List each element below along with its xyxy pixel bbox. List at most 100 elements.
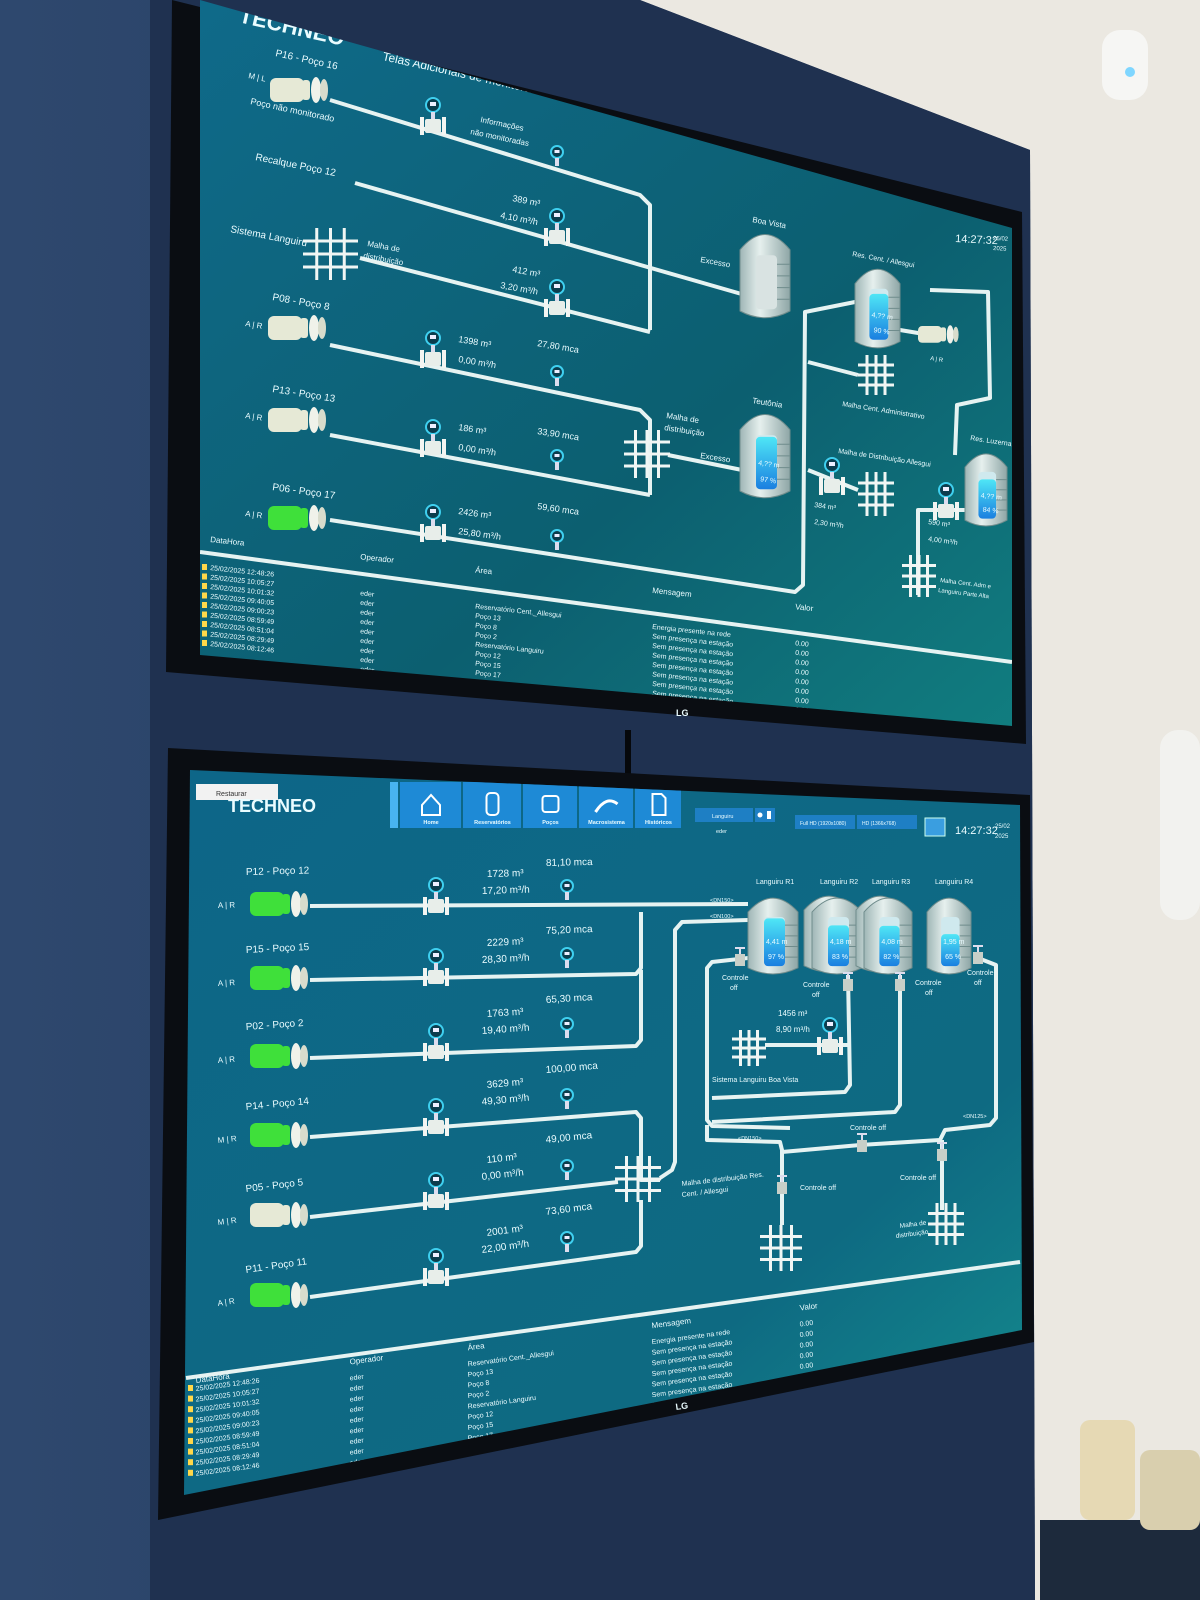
flow-meter-icon[interactable] [420, 504, 446, 542]
flow-meter-icon[interactable] [423, 948, 449, 986]
flow-meter-icon[interactable] [420, 97, 446, 135]
flow-meter-icon[interactable] [423, 1248, 449, 1286]
pressure-sensor-icon[interactable] [560, 1088, 574, 1109]
pump-icon[interactable] [250, 965, 308, 991]
restore-popup[interactable]: Restaurar [196, 784, 278, 800]
well-mode: A | R [217, 1296, 236, 1308]
valve-icon[interactable] [777, 1175, 787, 1194]
reservoir-tank[interactable]: 4,41 m97 % [747, 897, 799, 975]
flow-meter-icon[interactable] [817, 1017, 843, 1055]
alarm-cell-operator: eder [349, 1405, 364, 1414]
reservoir-tank[interactable]: 4,?? m84 % [964, 453, 1008, 527]
pump-icon[interactable] [270, 77, 328, 103]
alarm-cell-value: 0.00 [799, 1341, 814, 1350]
controle-off-label: Controle off [800, 1185, 836, 1192]
volume-value: 384 m³ [814, 502, 837, 512]
pump-icon[interactable] [268, 505, 326, 531]
bottom-pipes [185, 902, 1021, 1380]
reservoir-level-fill [941, 934, 960, 967]
nav-button-reservatórios[interactable]: Reservatórios [463, 782, 521, 828]
alarm-cell-value: 0.00 [795, 669, 809, 677]
home-icon [421, 793, 441, 816]
flow-meter-icon[interactable] [933, 482, 959, 520]
pressure-value: 75,20 mca [546, 924, 594, 937]
resolution-button[interactable]: HD (1366x768) [857, 815, 917, 829]
logout-box[interactable]: Languiru [695, 808, 775, 822]
nav-label: Poços [542, 820, 559, 826]
nav-button-macrosistema[interactable]: Macrosistema [579, 782, 633, 828]
grid-label: Sistema Languiru Boa Vista [712, 1077, 798, 1084]
nav-button-poços[interactable]: Poços [523, 782, 577, 828]
pressure-value: 81,10 mca [546, 857, 593, 869]
alarm-cell-area: Poço 13 [467, 1369, 493, 1379]
pipe [309, 970, 643, 1060]
pressure-sensor-icon[interactable] [560, 1017, 574, 1038]
reservoir-icon [485, 792, 500, 816]
valve-icon[interactable] [937, 1142, 947, 1161]
alarm-header-value: Valor [795, 602, 814, 613]
wall-switch [1160, 730, 1200, 920]
distribution-grid-icon [858, 472, 894, 516]
valve-icon[interactable] [895, 972, 905, 991]
reservoir-tank[interactable]: 4,?? m90 % [854, 268, 901, 349]
pressure-sensor-icon[interactable] [550, 449, 564, 470]
pump-icon[interactable] [268, 407, 326, 433]
alarm-bell-icon [202, 602, 207, 608]
valve-icon[interactable] [735, 947, 745, 966]
reservoir-tank[interactable] [739, 234, 791, 319]
flow-meter-icon[interactable] [420, 419, 446, 457]
pump-icon[interactable] [250, 1043, 308, 1069]
reservoir-level: 4,18 m [830, 939, 852, 946]
pipe [667, 453, 743, 472]
pump-icon[interactable] [250, 1122, 308, 1148]
valve-icon[interactable] [973, 945, 983, 964]
alarm-cell-area: Poço 8 [475, 623, 498, 632]
flow-meter-icon[interactable] [544, 208, 570, 246]
reservoir-tank[interactable]: 1,95 m65 % [926, 897, 972, 975]
reservoir-tank[interactable]: 4,18 m 83 % [811, 897, 863, 975]
flow-meter-icon[interactable] [819, 457, 845, 495]
window-icon[interactable] [924, 817, 946, 837]
pressure-sensor-icon[interactable] [560, 947, 574, 968]
pump-icon[interactable] [250, 1202, 308, 1228]
date-year: 2025 [993, 246, 1007, 253]
reservoir-level-fill [879, 925, 900, 967]
flow-meter-icon[interactable] [420, 330, 446, 368]
pressure-sensor-icon[interactable] [560, 1231, 574, 1252]
reservoir-tank[interactable]: 4,08 m82 % [863, 897, 913, 975]
well-mode: A | R [245, 319, 264, 331]
valve-icon[interactable] [843, 972, 853, 991]
controle-off-label: Controle off [900, 1175, 936, 1182]
pipe [200, 550, 1012, 664]
alarm-header-area: Área [467, 1341, 485, 1352]
flow-meter-icon[interactable] [423, 1098, 449, 1136]
alarm-cell-operator: eder [360, 657, 375, 665]
wall-right [640, 0, 1200, 1600]
controle-off-label: Controle off [850, 1125, 886, 1132]
document-icon [651, 793, 667, 816]
pump-icon[interactable] [918, 325, 959, 344]
well-mode: M | R [217, 1134, 237, 1145]
pump-icon[interactable] [268, 315, 326, 341]
pump-icon[interactable] [250, 1282, 308, 1308]
flow-meter-icon[interactable] [423, 1023, 449, 1061]
resolution-button[interactable]: Full HD (1920x1080) [795, 815, 855, 829]
pump-icon[interactable] [250, 891, 308, 917]
flow-meter-icon[interactable] [423, 1172, 449, 1210]
pipe [329, 343, 652, 495]
pressure-sensor-icon[interactable] [550, 365, 564, 386]
reservoir-name: Languiru R2 [820, 879, 858, 886]
pressure-sensor-icon[interactable] [560, 1159, 574, 1180]
grid-label: distribuição [895, 1229, 929, 1240]
pressure-sensor-icon[interactable] [550, 145, 564, 166]
pressure-sensor-icon[interactable] [560, 879, 574, 900]
nav-button-home[interactable]: Home [400, 782, 461, 828]
flow-meter-icon[interactable] [544, 279, 570, 317]
pressure-sensor-icon[interactable] [550, 529, 564, 550]
reservoir-tank[interactable]: 4,?? m97 % [739, 414, 791, 499]
valve-icon[interactable] [857, 1133, 867, 1152]
reservoir-percent: 83 % [832, 954, 848, 961]
flow-meter-icon[interactable] [423, 877, 449, 915]
reservoir-name: Languiru R1 [756, 879, 794, 886]
